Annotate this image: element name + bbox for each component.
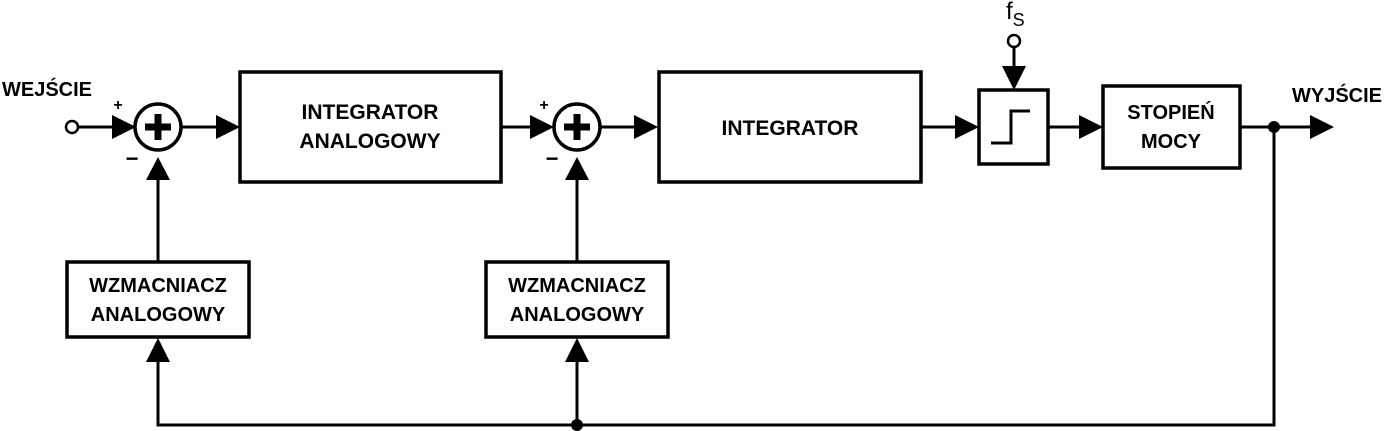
input-label: WEJŚCIE xyxy=(2,77,92,101)
sum1-minus-sign: − xyxy=(126,146,139,171)
arrow-fs-down xyxy=(1002,66,1026,90)
block-comparator xyxy=(977,88,1050,166)
block-power-stage: STOPIEŃ MOCY xyxy=(1101,84,1242,170)
summing-junction-2: + − xyxy=(539,97,602,171)
amp1-line1: WZMACNIACZ xyxy=(89,275,227,297)
feedback-junction-dot xyxy=(571,419,583,431)
sum1-plus-sign: + xyxy=(113,97,122,114)
arrow-up-amp2 xyxy=(565,338,589,362)
power-stage-line1: STOPIEŃ xyxy=(1127,101,1214,124)
amp2-line2: ANALOGOWY xyxy=(510,304,645,326)
integrator-analog-line2: ANALOGOWY xyxy=(299,130,440,153)
block-integrator-analog: INTEGRATOR ANALOGOWY xyxy=(238,70,503,184)
arrow-into-power xyxy=(1079,115,1103,139)
summing-junction-1: + − xyxy=(113,97,183,171)
sum2-minus-sign: − xyxy=(546,146,559,171)
arrow-up-amp1 xyxy=(146,338,170,362)
sampling-freq-label: fS xyxy=(1006,0,1025,30)
arrow-up-sum2 xyxy=(565,157,589,180)
integrator-analog-line1: INTEGRATOR xyxy=(302,101,439,124)
arrow-up-sum1 xyxy=(146,157,170,180)
arrow-into-sum2 xyxy=(530,115,554,139)
arrow-into-sum1 xyxy=(112,115,136,139)
fs-terminal xyxy=(1006,33,1022,49)
arrow-output xyxy=(1310,115,1334,139)
power-stage-line2: MOCY xyxy=(1141,131,1202,153)
block-amp-1: WZMACNIACZ ANALOGOWY xyxy=(65,260,251,339)
block-integrator: INTEGRATOR xyxy=(657,70,923,184)
input-terminal xyxy=(64,119,80,135)
wire-feedback-rail xyxy=(156,127,1276,427)
arrow-into-intanalog xyxy=(216,115,240,139)
comparator-step-icon xyxy=(991,109,1030,145)
amp1-line2: ANALOGOWY xyxy=(91,304,226,326)
arrow-into-comparator xyxy=(955,115,979,139)
amp2-line1: WZMACNIACZ xyxy=(508,275,646,297)
output-label: WYJŚCIE xyxy=(1292,83,1382,107)
block-amp-2: WZMACNIACZ ANALOGOWY xyxy=(484,260,670,339)
arrow-into-integrator xyxy=(634,115,658,139)
output-junction-dot xyxy=(1268,121,1280,133)
arrowheads xyxy=(112,66,1334,362)
wires xyxy=(78,47,1316,427)
sum2-plus-sign: + xyxy=(539,97,548,114)
integrator-label: INTEGRATOR xyxy=(722,117,859,140)
